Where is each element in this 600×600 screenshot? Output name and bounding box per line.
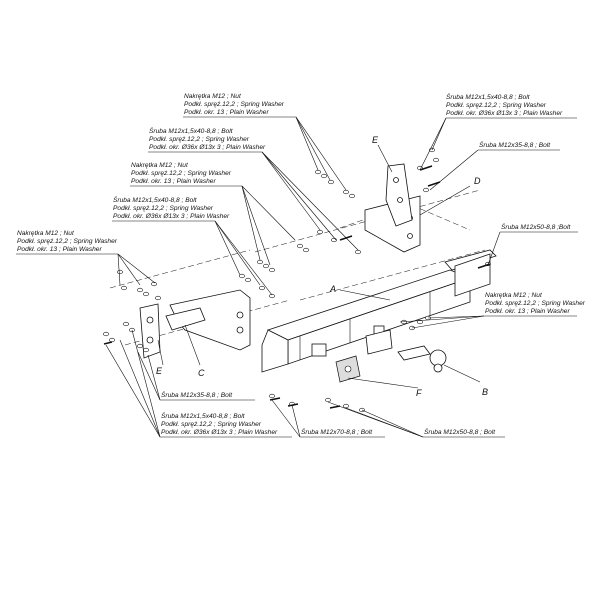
bolt-icon <box>427 181 441 187</box>
washer-icon <box>315 169 321 175</box>
callout-bolt70: Śruba M12x70-8,8 ; Bolt <box>301 427 373 436</box>
callout-bolt-left-mid: Śruba M12x1,5x40-8,8 ; Bolt Podkł. spręż… <box>113 195 230 220</box>
callout-line-2: Podkł. spręż.12,2 ; Spring Washer <box>446 102 547 109</box>
bolt-icon <box>287 403 299 407</box>
tow-ball-b <box>397 345 447 373</box>
left-bracket-c <box>165 289 251 351</box>
washer-icon <box>355 249 361 255</box>
washer-icon <box>143 291 149 297</box>
washer-icon <box>257 259 263 265</box>
washer-icon <box>117 269 123 275</box>
washer-icon <box>317 229 323 235</box>
washer-icon <box>303 247 309 253</box>
part-letter-c: C <box>198 368 205 378</box>
callout-line-3: Podkł. okr. 13 ; Plain Washer <box>485 308 570 315</box>
callout-line-3: Podkł. okr. 13 ; Plain Washer <box>131 178 216 185</box>
washer-icon <box>123 321 129 327</box>
callout-nut-left-mid: Nakrętka M12 ; Nut Podkł. spręż.12,2 ; S… <box>131 162 232 185</box>
washer-icon <box>259 285 265 291</box>
leader-lines <box>16 116 578 438</box>
washer-icon <box>325 397 331 403</box>
callout-line-1: Śruba M12x1,5x40-8,8 ; Bolt <box>113 195 198 204</box>
washer-icon <box>245 277 251 283</box>
callout-nut-right: Nakrętka M12 ; Nut Podkł. spręż.12,2 ; S… <box>485 292 586 315</box>
washer-icon <box>423 187 429 193</box>
callout-line-3: Podkł. okr. 13 ; Plain Washer <box>17 246 102 253</box>
callout-line-2: Podkł. spręż.12,2 ; Spring Washer <box>131 170 232 177</box>
callout-line-1: Śruba M12x1,5x40-8,8 ; Bolt <box>161 411 246 420</box>
callout-bolt50-bottom: Śruba M12x50-8,8 ; Bolt <box>424 427 496 436</box>
callout-line-3: Podkł. okr. Ø36x Ø13x 3 ; Plain Washer <box>113 213 230 220</box>
washer-icon <box>328 179 334 185</box>
washer-icon <box>103 331 109 337</box>
washer-icon <box>297 243 303 249</box>
washer-icon <box>343 189 349 195</box>
washer-icon <box>269 267 275 273</box>
bolt-icon <box>419 165 433 171</box>
right-plate-e <box>385 163 413 227</box>
left-plate-e <box>139 303 161 359</box>
callout-nut-left: Nakrętka M12 ; Nut Podkł. spręż.12,2 ; S… <box>17 230 118 253</box>
callout-bolt50-right: Śruba M12x50-8,8 ;Bolt <box>501 222 571 231</box>
callout-bolt-top-right: Śruba M12x1,5x40-8,8 ; Bolt Podkł. spręż… <box>446 92 563 117</box>
part-letter-f: F <box>416 388 422 398</box>
bolt-icon <box>269 397 281 401</box>
callout-line-1: Nakrętka M12 ; Nut <box>131 162 189 169</box>
callout-bolt35-right: Śruba M12x35-8,8 ; Bolt <box>479 140 551 149</box>
callout-line-2: Podkł. spręż.12,2 ; Spring Washer <box>485 300 586 307</box>
washer-icon <box>433 157 439 163</box>
callout-line-3: Podkł. okr. Ø36x Ø13x 3 ; Plain Washer <box>446 110 563 117</box>
washer-icon <box>321 173 327 179</box>
callout-bolt-bottom-left: Śruba M12x1,5x40-8,8 ; Bolt Podkł. spręż… <box>161 411 278 436</box>
washer-icon <box>155 295 161 301</box>
washer-icon <box>349 193 355 199</box>
callout-line-2: Podkł. spręż.12,2 ; Spring Washer <box>17 238 118 245</box>
callout-line-1: Nakrętka M12 ; Nut <box>184 93 242 100</box>
callout-line-1: Nakrętka M12 ; Nut <box>17 230 75 237</box>
washer-icon <box>137 343 143 349</box>
callout-bolt35-left: Śruba M12x35-8,8 ; Bolt <box>161 390 233 399</box>
washer-icon <box>269 293 275 299</box>
washer-icon <box>151 281 157 287</box>
bolt-icon <box>329 405 341 409</box>
washer-icon <box>143 347 149 353</box>
washer-icon <box>121 285 127 291</box>
washer-icon <box>263 263 269 269</box>
callout-line-2: Podkł. spręż.12,2 ; Spring Washer <box>184 101 285 108</box>
washer-icon <box>239 273 245 279</box>
callout-line-1: Nakrętka M12 ; Nut <box>485 292 543 299</box>
washer-icon <box>109 337 115 343</box>
washer-icon <box>417 319 423 325</box>
callout-line-3: Podkł. okr. Ø36x Ø13x 3 ; Plain Washer <box>161 429 278 436</box>
part-letter-b: B <box>482 387 488 397</box>
callout-nut-top: Nakrętka M12 ; Nut Podkł. spręż.12,2 ; S… <box>184 93 285 116</box>
callout-line-2: Podkł. spręż.12,2 ; Spring Washer <box>149 136 250 143</box>
callout-line-2: Podkł. spręż.12,2 ; Spring Washer <box>161 421 262 428</box>
bolt-icon <box>103 341 113 345</box>
callout-line-3: Podkł. okr. 13 ; Plain Washer <box>184 109 269 116</box>
washer-icon <box>137 287 143 293</box>
part-letter-e-left: E <box>156 366 163 376</box>
washer-icon <box>343 403 349 409</box>
socket-plate-f <box>335 329 393 383</box>
callout-line-2: Podkł. spręż.12,2 ; Spring Washer <box>113 205 214 212</box>
washer-icon <box>269 393 275 399</box>
part-letter-d: D <box>474 176 481 186</box>
callout-line-3: Podkł. okr. Ø36x Ø13x 3 ; Plain Washer <box>149 144 266 151</box>
main-crossbeam-a <box>261 249 497 373</box>
part-letter-e-top: E <box>372 135 379 145</box>
part-letter-a: A <box>329 284 336 294</box>
fastener-group <box>103 147 491 413</box>
callout-bolt-top-mid: Śruba M12x1,5x40-8,8 ; Bolt Podkł. spręż… <box>149 126 266 151</box>
callout-line-1: Śruba M12x1,5x40-8,8 ; Bolt <box>446 92 531 101</box>
callout-line-1: Śruba M12x1,5x40-8,8 ; Bolt <box>149 126 234 135</box>
